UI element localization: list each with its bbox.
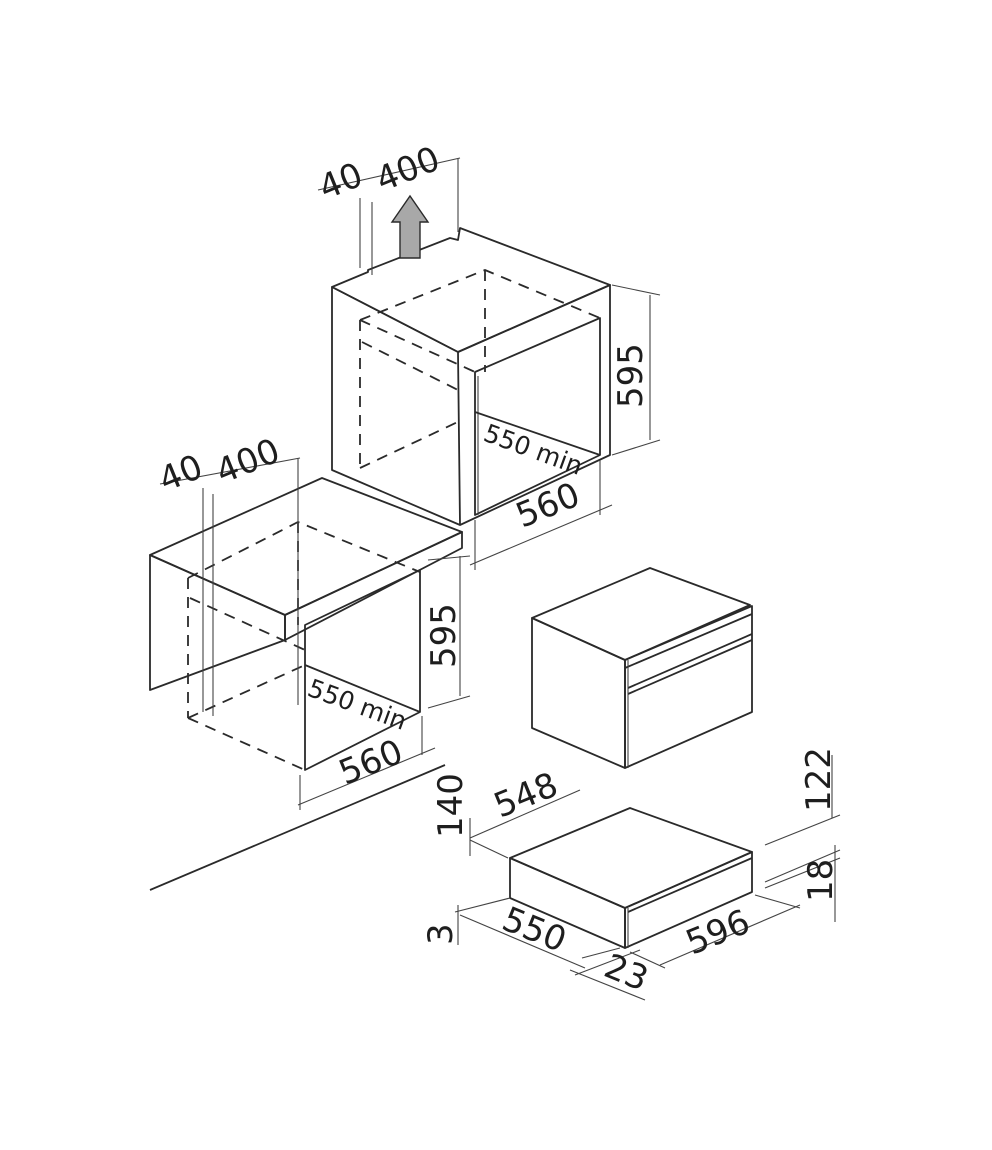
oven-top xyxy=(531,567,751,661)
oven-control-strip xyxy=(627,633,753,689)
oven-front xyxy=(624,605,753,769)
drawer-niche-height-label: 140 xyxy=(431,773,471,838)
counter-height-ext-top xyxy=(427,555,471,561)
column-install: 40 400 595 550 min 560 xyxy=(313,139,661,570)
drawer-550-ext xyxy=(581,947,621,959)
drawer-596-ext-right xyxy=(754,894,801,909)
vent-arrow-icon xyxy=(390,194,430,259)
column-hidden-diag1 xyxy=(359,319,476,373)
countertop-edge xyxy=(284,531,463,641)
under-counter-install: 40 400 595 550 min 560 xyxy=(149,431,471,891)
column-hidden-bottom xyxy=(359,419,463,469)
drawer-548-line xyxy=(469,789,581,839)
counter-width-line xyxy=(297,747,436,806)
drawer-18-ext-top xyxy=(764,849,841,883)
floor-line xyxy=(149,764,446,891)
drawer-front xyxy=(624,851,753,949)
counter-width-label: 560 xyxy=(333,732,408,793)
counter-vent-gap-label: 40 xyxy=(153,447,208,500)
drawer-depth-label: 550 xyxy=(497,899,572,960)
drawer-122-ext xyxy=(764,814,841,846)
counter-depth-min-label: 550 min xyxy=(304,673,411,735)
column-cavity-floor-line xyxy=(474,411,601,456)
oven-front-top-edge xyxy=(624,613,753,669)
counter-hidden-bottom-back xyxy=(187,664,306,719)
drawer-23-ext xyxy=(574,949,641,976)
drawer-front-overhang-label: 23 xyxy=(599,946,654,999)
column-cabinet-top xyxy=(331,227,611,353)
column-cabinet-front xyxy=(457,284,611,526)
counter-cavity-floor xyxy=(304,664,421,713)
drawer-18-ext-bottom xyxy=(764,857,841,889)
drawer-bottom-offset-label: 3 xyxy=(421,923,461,945)
counter-vent-dim-line xyxy=(159,457,301,485)
vent-dim-line xyxy=(317,157,461,191)
counter-hidden-bottom-front xyxy=(187,717,306,771)
column-height-ext-top xyxy=(611,284,661,296)
counter-hidden-top xyxy=(187,521,421,579)
counter-vent-depth-label: 400 xyxy=(210,431,285,492)
column-height-ext-bottom xyxy=(611,439,661,456)
column-width-line xyxy=(469,504,613,566)
warming-drawer xyxy=(509,807,753,949)
column-width-label: 560 xyxy=(510,475,585,536)
column-vent-depth-label: 400 xyxy=(370,139,445,200)
counter-height-ext-bottom xyxy=(427,695,471,709)
column-hidden-mid xyxy=(361,341,459,391)
drawer-548-ext xyxy=(469,839,509,859)
drawer-body-depth-label: 548 xyxy=(488,765,563,826)
drawer-front-thickness-label: 18 xyxy=(801,859,841,902)
oven-handle xyxy=(627,639,753,695)
counter-hidden-mid xyxy=(189,597,306,651)
drawer-dimensions: 140 548 122 18 3 550 23 596 xyxy=(421,747,841,1001)
column-hidden-top xyxy=(359,269,601,321)
drawer-top xyxy=(509,807,753,909)
oven-side xyxy=(531,617,626,769)
column-depth-min-label: 550 min xyxy=(480,418,587,480)
compact-oven xyxy=(531,567,753,769)
counter-height-label: 595 xyxy=(424,603,464,668)
drawer-front-edge xyxy=(627,857,753,913)
column-cavity xyxy=(474,317,601,516)
countertop-front xyxy=(149,554,286,691)
drawer-23-line xyxy=(569,969,646,1001)
drawer-front-width-label: 596 xyxy=(680,902,755,963)
drawer-596-ext-left xyxy=(629,951,666,969)
drawer-appliance-height-label: 122 xyxy=(799,747,839,812)
drawer-596-line xyxy=(659,904,801,966)
drawer-3-ext xyxy=(454,897,511,913)
drawer-550-line xyxy=(459,914,586,969)
countertop-top xyxy=(149,477,463,616)
column-height-label: 595 xyxy=(611,343,651,408)
